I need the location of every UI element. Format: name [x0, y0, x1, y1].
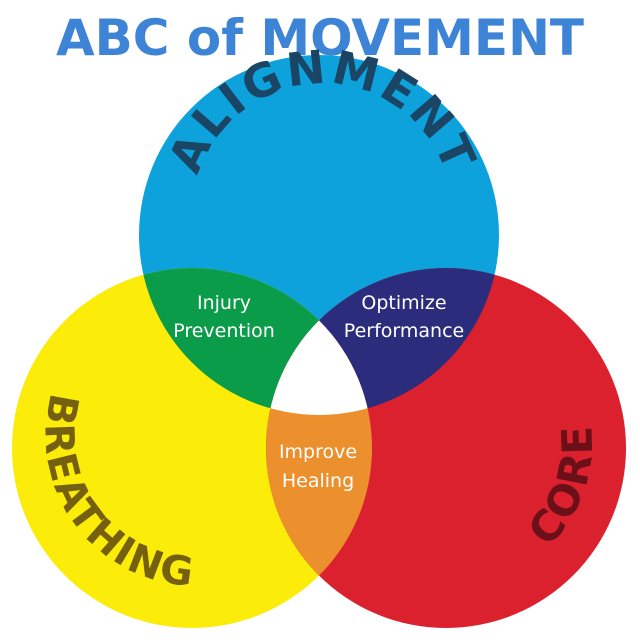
optimize-performance-region	[266, 268, 499, 415]
injury-prevention-line2: Prevention	[173, 320, 275, 342]
optimize-performance-line1: Optimize	[361, 292, 446, 314]
injury-prevention-line1: Injury	[197, 292, 251, 314]
improve-healing-line2: Healing	[282, 470, 354, 492]
improve-healing-line1: Improve	[279, 441, 357, 463]
injury-prevention-region	[139, 268, 372, 415]
optimize-performance-line2: Performance	[344, 320, 464, 342]
